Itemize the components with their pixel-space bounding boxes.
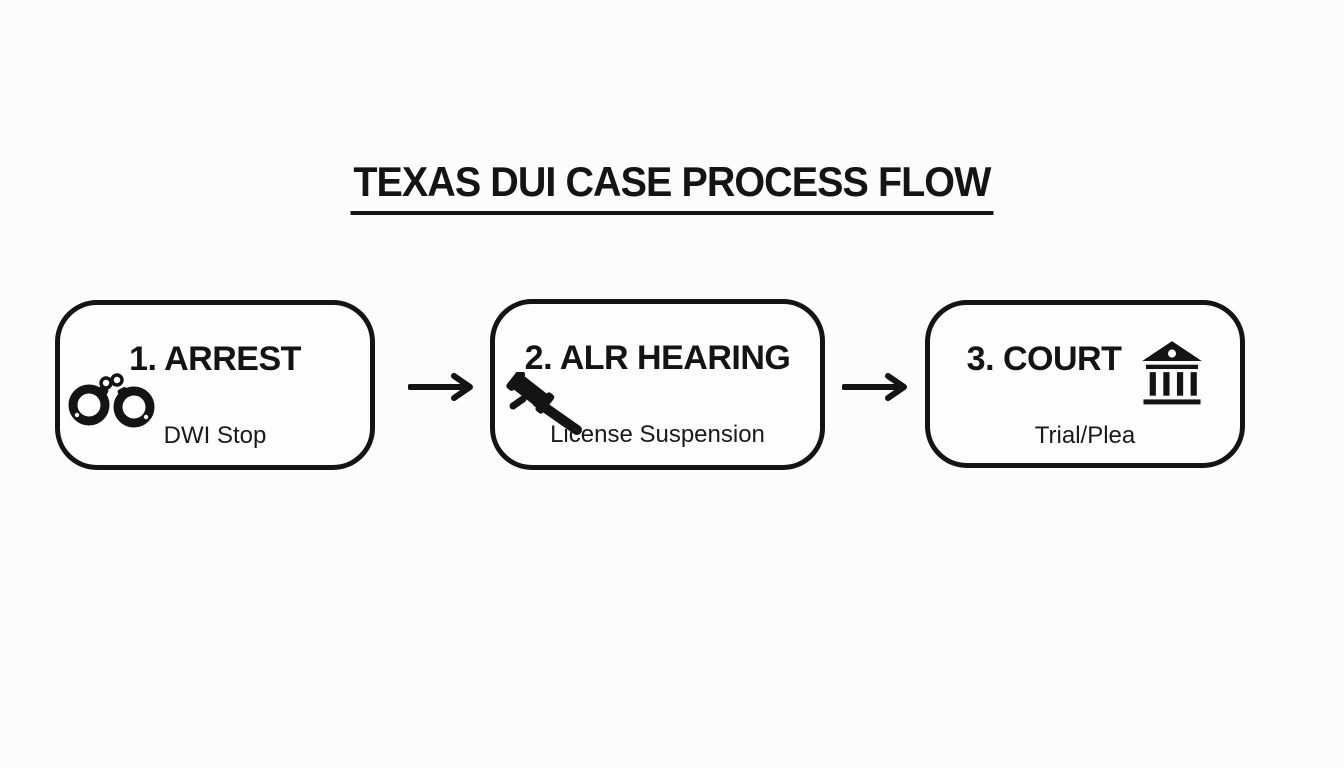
courthouse-icon: [1142, 341, 1203, 405]
step-heading: 3. COURT: [966, 340, 1122, 378]
step-box-alr-hearing: 2. ALR HEARING License Suspension: [490, 299, 825, 470]
court-heading-row: 3. COURT: [930, 335, 1240, 409]
arrow-right-icon: [408, 373, 473, 401]
title-row: TEXAS DUI CASE PROCESS FLOW: [0, 158, 1344, 215]
step-sublabel: DWI Stop: [163, 422, 267, 449]
handcuffs-icon: [68, 373, 155, 428]
step-box-arrest: 1. ARREST DWI Stop: [55, 300, 375, 470]
step-box-court: 3. COURT Trial/Plea: [925, 300, 1245, 468]
step-heading: 1. ARREST: [129, 340, 301, 378]
gavel-icon: [506, 372, 582, 435]
page-title: TEXAS DUI CASE PROCESS FLOW: [350, 158, 994, 215]
step-sublabel: License Suspension: [550, 421, 765, 448]
step-heading: 2. ALR HEARING: [524, 339, 791, 377]
step-sublabel: Trial/Plea: [1034, 422, 1136, 449]
arrow-right-icon: [842, 373, 907, 401]
